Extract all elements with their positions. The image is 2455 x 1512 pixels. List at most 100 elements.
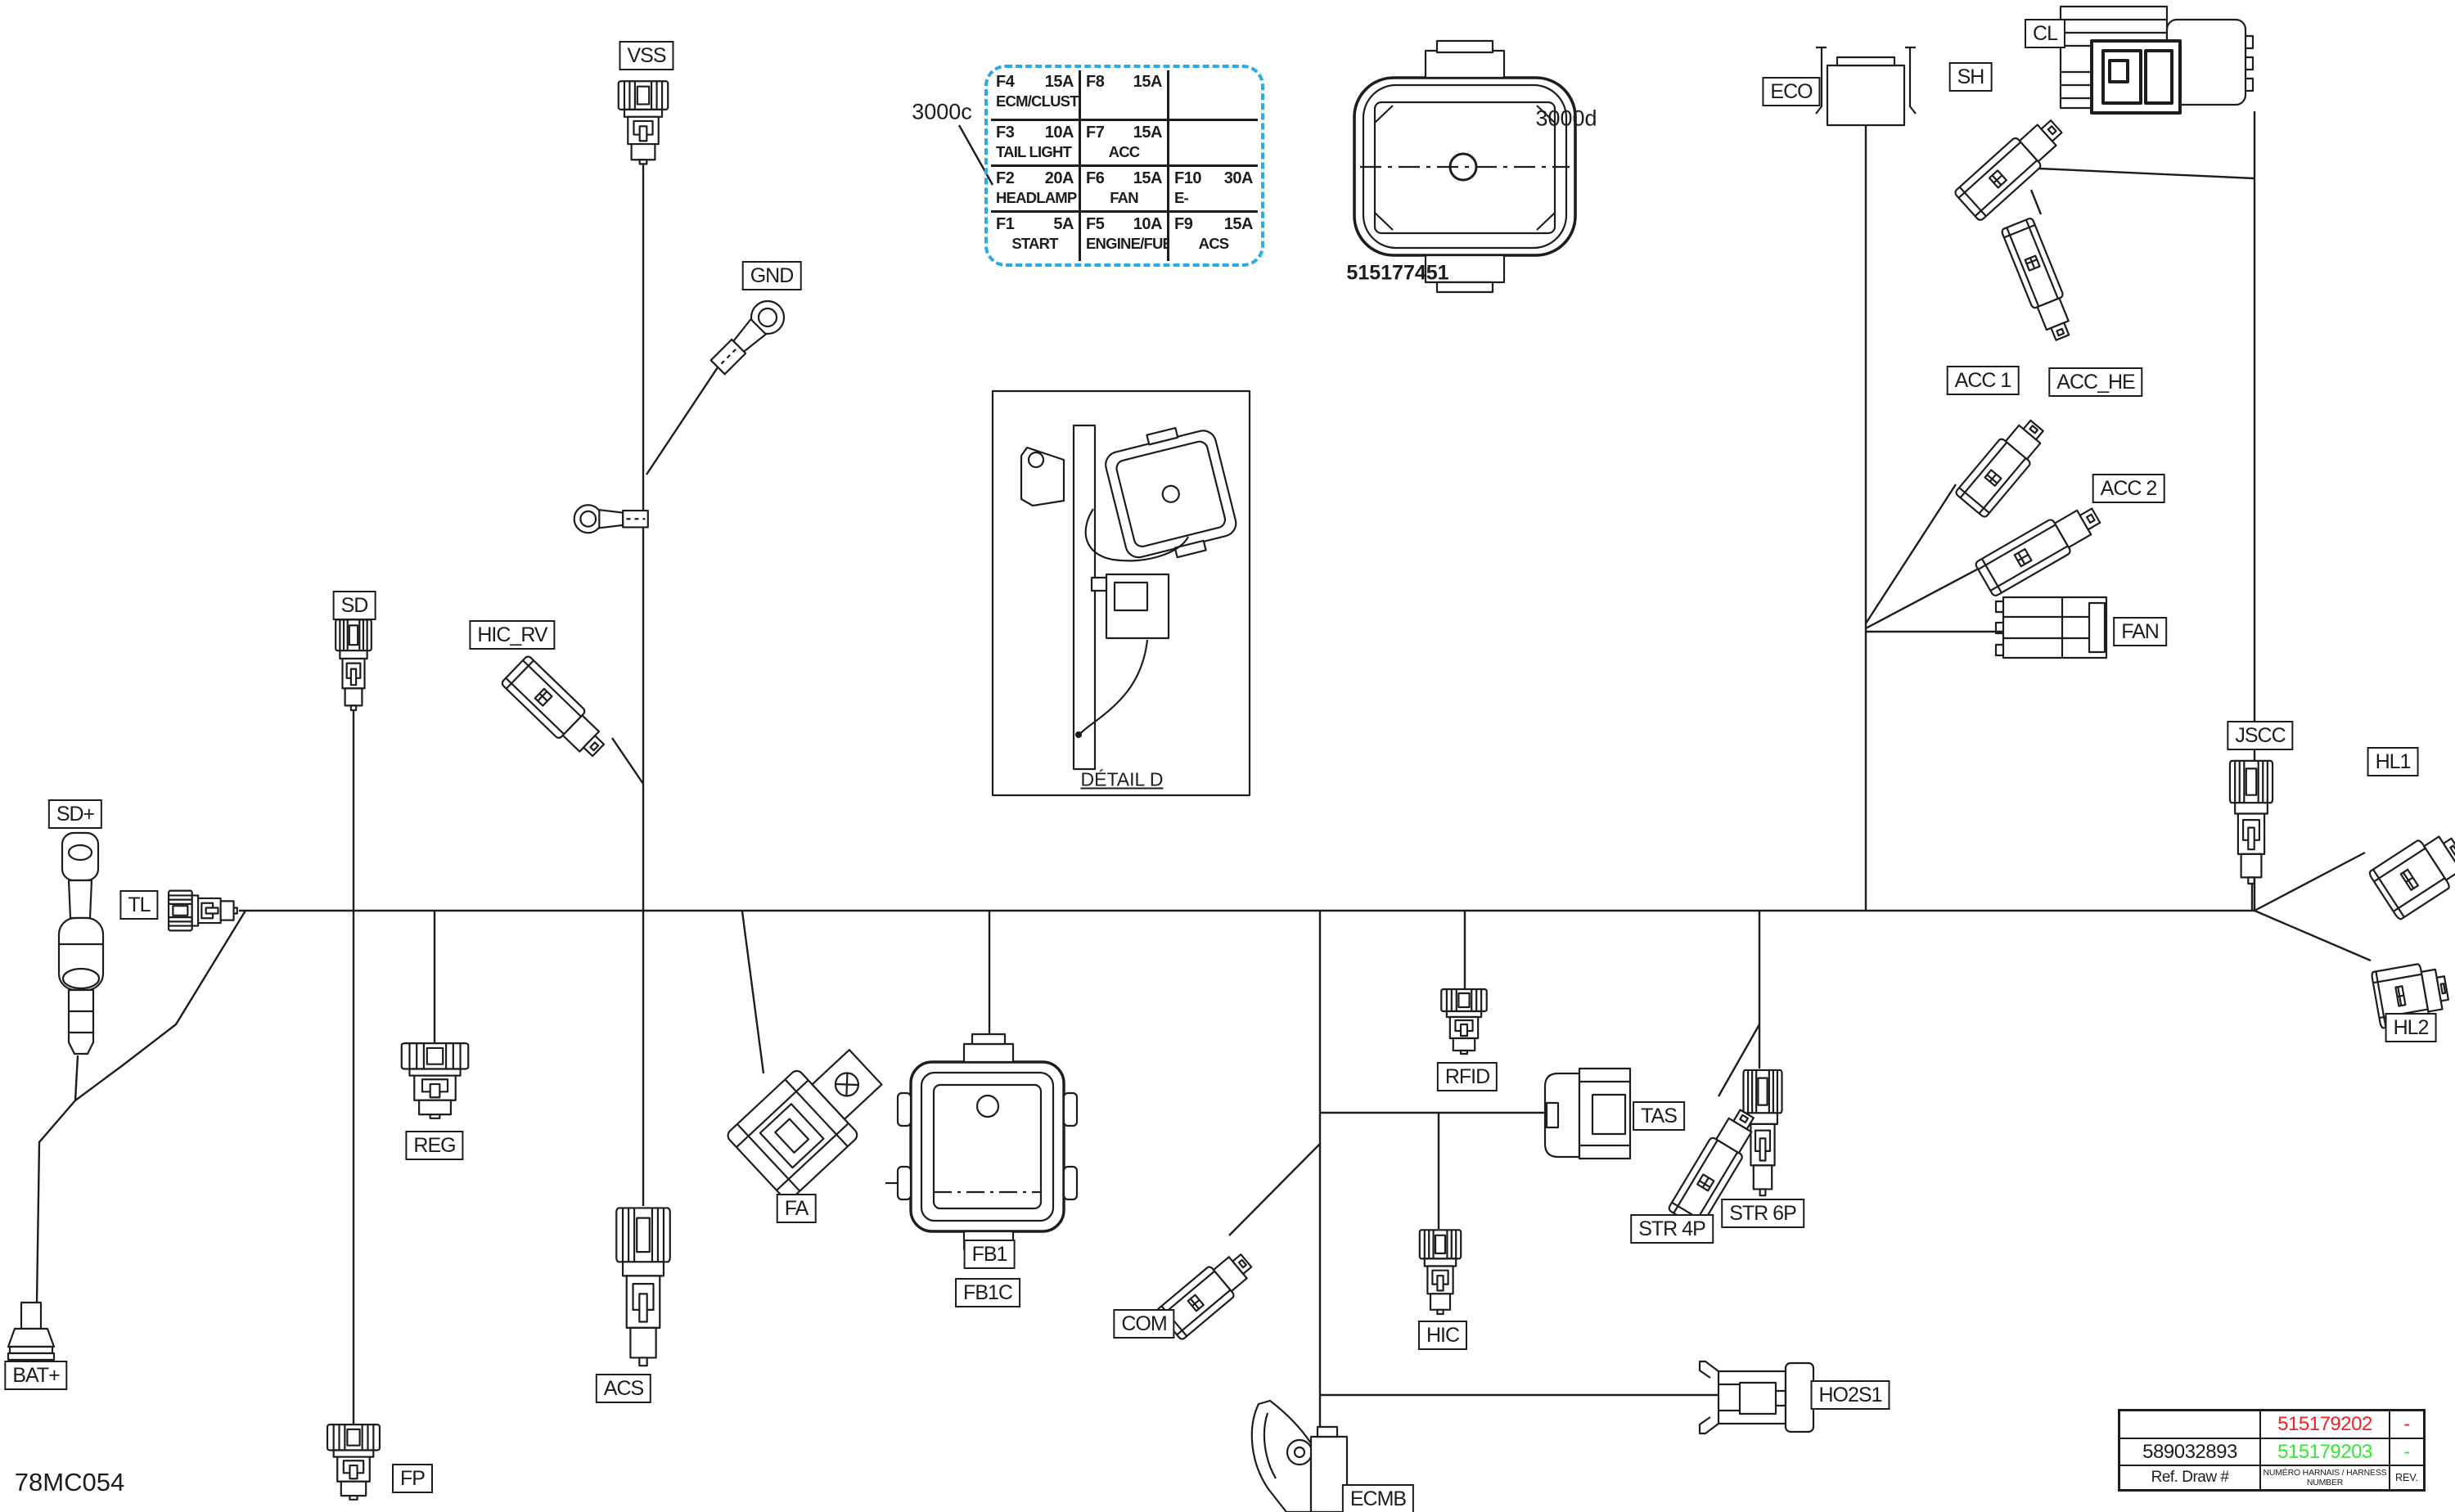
sd-plus-terminal bbox=[59, 833, 103, 1054]
label-acs: ACS bbox=[595, 1374, 652, 1403]
hic-rv-connector bbox=[499, 654, 613, 766]
tl-connector bbox=[168, 890, 238, 931]
hl1-connector bbox=[2367, 823, 2455, 922]
label-sd-: SD+ bbox=[47, 799, 103, 829]
label-fp: FP bbox=[392, 1464, 433, 1493]
label-hl2: HL2 bbox=[2385, 1013, 2437, 1042]
harness-wires bbox=[37, 111, 2371, 1440]
callout-3000d: 3000d bbox=[1535, 106, 1597, 131]
label-ho2s1: HO2S1 bbox=[1810, 1380, 1890, 1410]
label-com: COM bbox=[1113, 1309, 1175, 1339]
harness-wire bbox=[1866, 484, 1956, 623]
acc-1-connector bbox=[1953, 412, 2053, 520]
label-hic: HIC bbox=[1417, 1321, 1468, 1350]
label-fb1c: FB1C bbox=[955, 1278, 1020, 1307]
label-fb1: FB1 bbox=[963, 1240, 1016, 1269]
label-fa: FA bbox=[776, 1194, 817, 1223]
ref-footer-rev: REV. bbox=[2394, 1472, 2419, 1483]
harness-wire bbox=[2039, 169, 2255, 178]
gnd-ring-terminal bbox=[705, 293, 792, 380]
fan-connector bbox=[1996, 597, 2106, 658]
label-bat-: BAT+ bbox=[4, 1361, 68, 1390]
harness-wire bbox=[1229, 1144, 1320, 1235]
tas-connector bbox=[1545, 1069, 1630, 1159]
acc-he-connector bbox=[2000, 216, 2079, 345]
label-hl1: HL1 bbox=[2367, 747, 2419, 776]
fuse-cell-empty-0-2 bbox=[1169, 70, 1258, 121]
ref-cell-ref: 589032893 bbox=[2120, 1439, 2261, 1466]
main-515177451-connector bbox=[1354, 41, 1575, 292]
fa-connector bbox=[725, 1033, 896, 1202]
label-sh: SH bbox=[1948, 62, 1993, 92]
acc-2-connector bbox=[1973, 497, 2107, 598]
harness-wire bbox=[646, 367, 718, 475]
harness-wire bbox=[742, 911, 764, 1073]
fuse-cell-empty-1-2 bbox=[1169, 121, 1258, 167]
ref-cell-harness: 515179203 bbox=[2261, 1439, 2390, 1466]
harness-wire bbox=[2031, 190, 2041, 214]
label-sd: SD bbox=[332, 591, 376, 620]
fb1-fuse-box bbox=[885, 1034, 1077, 1259]
label-acc-2: ACC 2 bbox=[2092, 474, 2165, 503]
fp-connector bbox=[327, 1424, 381, 1501]
label-eco: ECO bbox=[1762, 77, 1821, 106]
harness-wire bbox=[75, 1055, 78, 1100]
reg-connector bbox=[400, 1042, 470, 1119]
rfid-connector bbox=[1440, 988, 1488, 1055]
label-gnd: GND bbox=[741, 261, 802, 290]
acs-connector bbox=[615, 1207, 672, 1367]
harness-wire bbox=[2255, 911, 2371, 961]
part-number: 515177451 bbox=[1346, 261, 1449, 285]
mid-ring-terminal bbox=[573, 504, 649, 534]
cl-connector bbox=[2061, 7, 2253, 113]
drawing-code: 78MC054 bbox=[14, 1468, 125, 1496]
ref-footer-ref: Ref. Draw # bbox=[2120, 1466, 2261, 1489]
label-cl: CL bbox=[2025, 19, 2065, 48]
detail-d-inset bbox=[993, 391, 1250, 795]
label-rfid: RFID bbox=[1436, 1062, 1498, 1091]
detail-d-caption: DÉTAIL D bbox=[1080, 768, 1164, 790]
ho2s1-connector bbox=[1700, 1361, 1813, 1433]
label-tl: TL bbox=[119, 890, 159, 920]
harness-wire bbox=[37, 911, 246, 1303]
ecmb-bracket bbox=[1252, 1401, 1347, 1512]
sd-connector bbox=[335, 619, 372, 711]
label-jscc: JSCC bbox=[2227, 721, 2294, 750]
harness-wire bbox=[1718, 1024, 1759, 1096]
label-acc-he: ACC_HE bbox=[2048, 367, 2143, 397]
sh-connector bbox=[1953, 110, 2070, 223]
eco-relay bbox=[1816, 47, 1916, 125]
label-str-4p: STR 4P bbox=[1630, 1214, 1714, 1244]
label-fan: FAN bbox=[2113, 617, 2167, 646]
label-ecmb: ECMB bbox=[1341, 1484, 1415, 1512]
harness-wire bbox=[2255, 853, 2365, 911]
hic-connector bbox=[1419, 1229, 1462, 1315]
label-acc-1: ACC 1 bbox=[1946, 366, 2020, 395]
ref-cell-rev: - bbox=[2390, 1439, 2423, 1466]
bat-plus-terminal bbox=[8, 1303, 54, 1360]
harness-wire bbox=[612, 738, 643, 784]
label-reg: REG bbox=[405, 1131, 464, 1160]
label-str-6p: STR 6P bbox=[1721, 1199, 1804, 1228]
callout-3000c: 3000c bbox=[912, 99, 972, 124]
ref-footer-harness: NUMÉRO HARNAIS / HARNESS NUMBER bbox=[2261, 1466, 2390, 1489]
ref-cell-rev: - bbox=[2390, 1411, 2423, 1439]
label-tas: TAS bbox=[1633, 1101, 1685, 1131]
ref-cell-ref bbox=[2120, 1411, 2261, 1439]
label-hic-rv: HIC_RV bbox=[469, 620, 556, 650]
